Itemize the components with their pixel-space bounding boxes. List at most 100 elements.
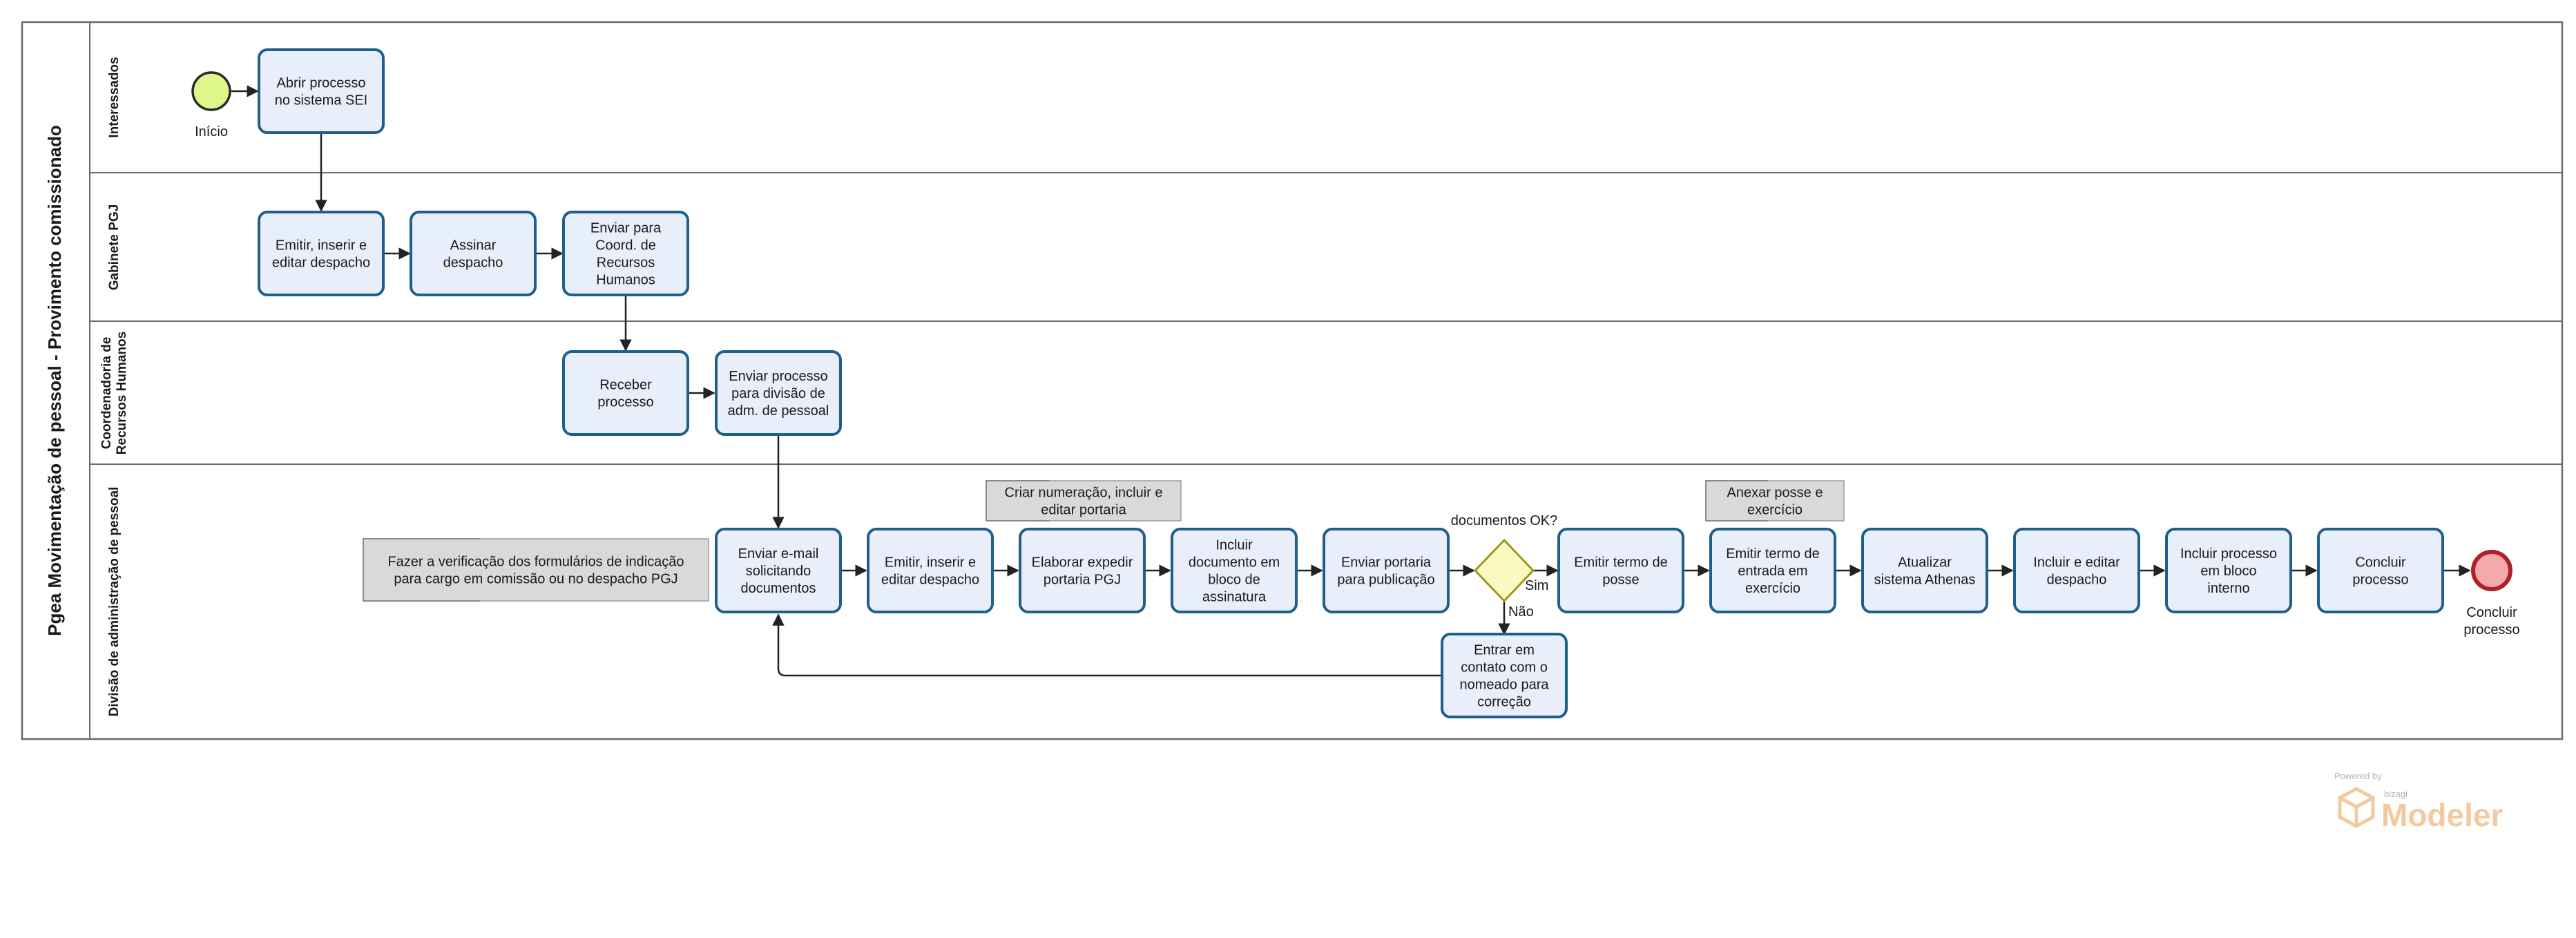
task-box[interactable] <box>562 211 689 296</box>
task-label-line: Recursos <box>597 256 655 271</box>
task-label-line: processo <box>597 395 653 410</box>
lane-label-line: Recursos Humanos <box>115 332 129 454</box>
task-box[interactable] <box>715 528 842 613</box>
bizagi-cube-icon <box>2338 787 2375 828</box>
task-label-line: Enviar portaria <box>1341 555 1432 571</box>
task-label-line: Emitir termo de <box>1574 555 1668 571</box>
gateway-documentos-ok[interactable] <box>1473 538 1535 603</box>
flow-t18-back-to-t7[interactable] <box>772 613 1442 677</box>
pool-title[interactable]: Pgea Movimentação de pessoal - Proviment… <box>44 125 65 636</box>
task-box[interactable] <box>2165 528 2292 613</box>
task-label-line: Enviar para <box>590 221 662 236</box>
task-label-line: interno <box>2207 581 2249 596</box>
annotation-text-line: Anexar posse e <box>1727 486 1823 501</box>
task-box[interactable] <box>1019 528 1146 613</box>
task-box[interactable] <box>1323 528 1450 613</box>
task-label-line: Enviar e-mail <box>738 546 819 562</box>
lane-coord: Coordenadoria deRecursos Humanos <box>99 332 129 454</box>
task-label-line: assinatura <box>1202 590 1267 605</box>
task-label-line: Coord. de <box>595 238 656 253</box>
task-box[interactable] <box>1557 528 1684 613</box>
start-event[interactable] <box>191 71 231 111</box>
annotation-bracket <box>363 538 480 602</box>
task-t8[interactable]: Emitir, inserir e editar despacho <box>867 528 994 613</box>
task-label-line: bloco de <box>1208 573 1260 588</box>
end-event[interactable] <box>2471 550 2512 591</box>
task-label-line: documentos <box>741 581 816 596</box>
lane-label-coord: Coordenadoria deRecursos Humanos <box>99 332 129 454</box>
task-box[interactable] <box>1171 528 1298 613</box>
task-t17[interactable]: Concluir processo <box>2317 528 2444 613</box>
task-box[interactable] <box>258 48 385 134</box>
lane-interessados: Interessados <box>107 57 122 137</box>
annotation-text-line: Fazer a verificação dos formulários de i… <box>387 555 684 570</box>
gateway-label: documentos OK? <box>1451 513 1558 528</box>
task-box[interactable] <box>1861 528 1988 613</box>
task-box[interactable] <box>410 211 537 296</box>
task-box[interactable] <box>867 528 994 613</box>
task-label-line: Concluir <box>2355 555 2406 571</box>
task-label-line: portaria PGJ <box>1044 573 1121 588</box>
annotation-text: Fazer a verificação dos formulários de i… <box>387 555 684 587</box>
task-label-line: Abrir processo <box>277 76 366 91</box>
task-label-line: Humanos <box>596 273 655 288</box>
task-label-line: correção <box>1477 695 1531 710</box>
annotation-text-line: para cargo em comissão ou no despacho PG… <box>394 572 677 587</box>
task-box[interactable] <box>2013 528 2140 613</box>
task-label-line: Assinar <box>450 238 497 253</box>
task-box[interactable] <box>1441 633 1568 718</box>
task-box[interactable] <box>1709 528 1836 613</box>
lane-label-line: Interessados <box>107 57 122 137</box>
end-event-label-line: Concluir <box>2466 605 2517 620</box>
annotation-text-line: Criar numeração, incluir e <box>1005 486 1163 501</box>
task-label-line: editar despacho <box>881 573 979 588</box>
lane-label-divisao: Divisão de administração de pessoal <box>107 487 122 717</box>
annotation-a1[interactable]: Fazer a verificação dos formulários de i… <box>363 538 709 602</box>
task-box[interactable] <box>715 350 842 436</box>
task-box[interactable] <box>258 211 385 296</box>
task-label-line: Emitir, inserir e <box>885 555 976 571</box>
lane-label-interessados: Interessados <box>107 57 122 137</box>
task-label-line: entrada em <box>1738 564 1807 579</box>
task-box[interactable] <box>562 350 689 436</box>
task-box[interactable] <box>2317 528 2444 613</box>
task-label-line: Emitir, inserir e <box>276 238 367 253</box>
lane-label-gabinete: Gabinete PGJ <box>107 204 122 291</box>
task-label-line: editar despacho <box>272 256 370 271</box>
task-label-line: documento em <box>1189 555 1280 571</box>
task-label: Concluir processo <box>2352 555 2408 588</box>
task-label-line: processo <box>2352 573 2408 588</box>
task-label-line: Atualizar <box>1898 555 1952 571</box>
task-t2[interactable]: Emitir, inserir e editar despacho <box>258 211 385 296</box>
